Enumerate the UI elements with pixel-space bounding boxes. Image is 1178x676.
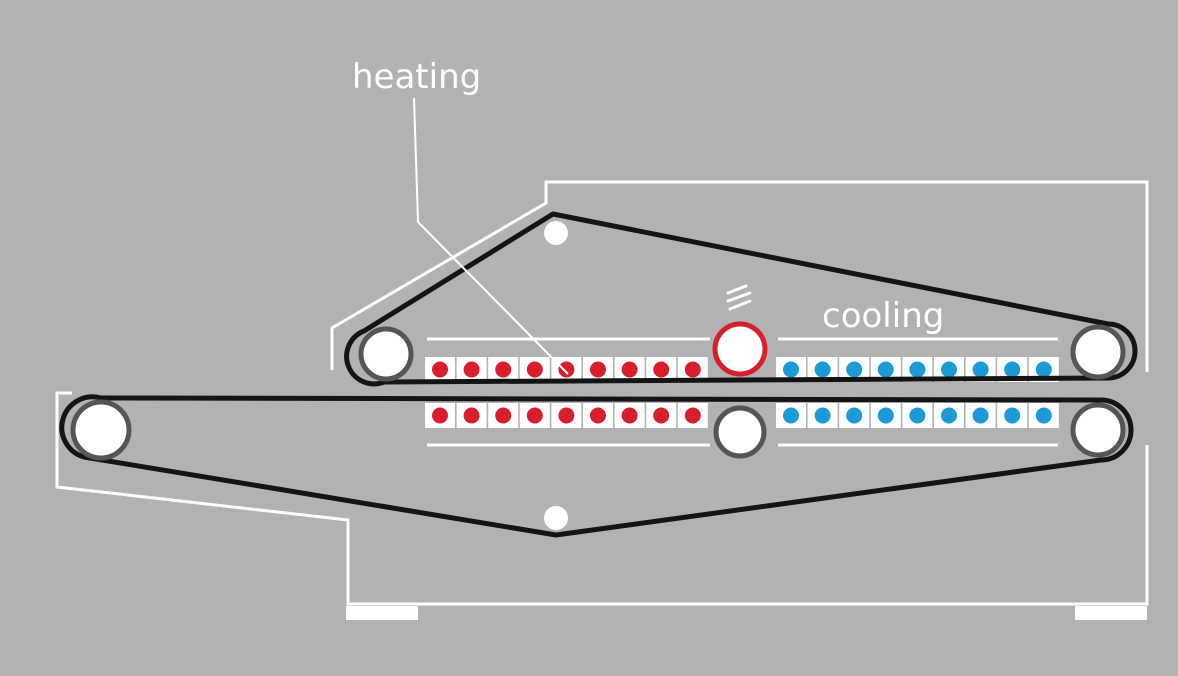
heating-dot — [684, 361, 701, 378]
lower-belt — [59, 394, 1134, 538]
drive-roller — [712, 321, 768, 377]
cooling-dot — [909, 361, 926, 378]
heating-dot — [684, 407, 701, 424]
cooling-dot — [972, 407, 989, 424]
lower-middle-roller — [713, 405, 767, 459]
cooling-dot — [814, 407, 831, 424]
cooling-dot — [1004, 361, 1021, 378]
heating-dot — [495, 407, 512, 424]
heating-dot — [590, 361, 606, 378]
heating-leader-line — [413, 97, 569, 375]
heating-dot — [463, 361, 480, 378]
upper-left-roller — [358, 326, 414, 382]
cooling-dot — [783, 361, 799, 378]
pressure-plates — [427, 337, 1058, 447]
cooling-dot — [972, 361, 989, 378]
heating-dot — [526, 361, 543, 378]
lower-right-roller — [1070, 402, 1126, 458]
heating-label: heating — [352, 57, 482, 97]
cooling-dot — [1035, 407, 1052, 424]
heating-dot — [621, 407, 638, 424]
heating-dot — [590, 407, 606, 424]
cooling-elements — [776, 357, 1059, 428]
machine-frame — [55, 180, 1149, 606]
heating-dot — [558, 407, 575, 424]
heating-dot — [621, 361, 638, 378]
rollers — [70, 321, 1126, 461]
machine-feet — [346, 606, 1147, 620]
upper-frame-outline — [330, 180, 1149, 372]
cooling-dot — [941, 361, 957, 378]
cooling-dot — [909, 407, 926, 424]
lower-left-roller — [70, 399, 132, 461]
heating-dot — [653, 407, 670, 424]
cooling-label: cooling — [822, 296, 945, 336]
heating-dot — [463, 407, 480, 424]
cooling-dot — [846, 407, 863, 424]
heating-dot — [432, 361, 448, 378]
heating-dot — [432, 407, 448, 424]
upper-belt — [344, 211, 1138, 387]
heating-dot — [653, 361, 670, 378]
cooling-dot — [877, 361, 894, 378]
cooling-dot — [783, 407, 799, 424]
belts — [59, 211, 1138, 538]
cooling-dot — [814, 361, 831, 378]
motion-lines-icon — [726, 284, 752, 311]
heating-dot — [495, 361, 512, 378]
upper-right-roller — [1070, 324, 1126, 380]
lower-tension-roller — [544, 506, 568, 530]
heating-dot — [558, 361, 575, 378]
cooling-dot — [1004, 407, 1021, 424]
right-foot — [1075, 606, 1147, 620]
cooling-dot — [1035, 361, 1052, 378]
cooling-dot — [941, 407, 957, 424]
lower-frame-outline — [55, 391, 1149, 606]
cooling-dot — [846, 361, 863, 378]
heating-elements — [425, 357, 708, 428]
upper-tension-roller — [544, 221, 568, 245]
left-foot — [346, 606, 418, 620]
cooling-dot — [877, 407, 894, 424]
heating-dot — [526, 407, 543, 424]
